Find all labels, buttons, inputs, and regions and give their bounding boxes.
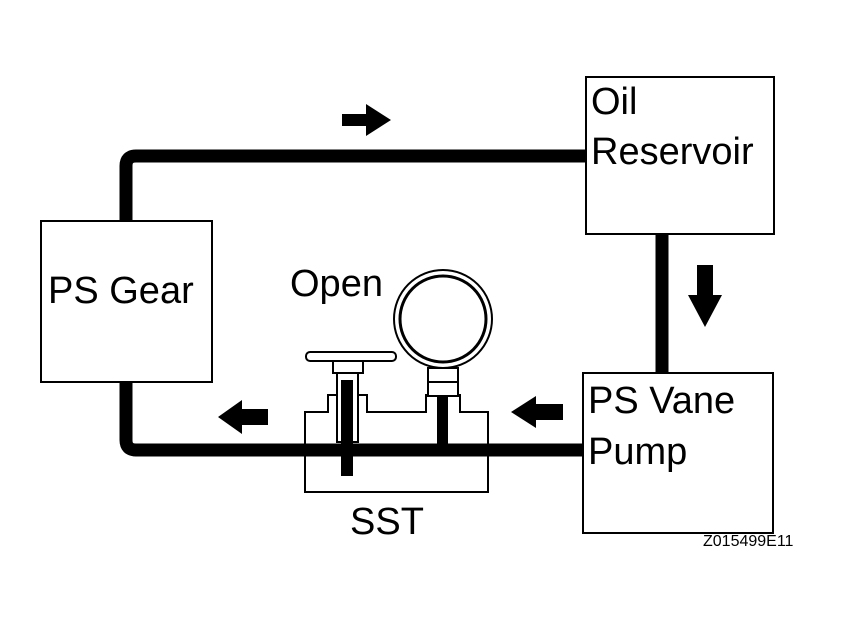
oil-reservoir-label-line1: Oil <box>591 81 638 123</box>
oil-reservoir-label-line2: Reservoir <box>591 131 754 173</box>
arrow-icon <box>218 400 268 434</box>
ps-vane-pump-box <box>582 372 774 534</box>
sst-label: SST <box>350 501 424 543</box>
valve-state-label: Open <box>290 263 383 305</box>
ps-vane-pump-label-line1: PS Vane <box>588 380 736 422</box>
valve-handle-icon <box>305 351 397 374</box>
figure-code: Z015499E11 <box>703 533 794 550</box>
ps-gear-label: PS Gear <box>48 270 194 312</box>
pressure-gauge-icon <box>393 269 493 369</box>
arrow-icon <box>688 265 722 327</box>
sst-tool <box>304 269 493 493</box>
hose-lines <box>119 149 669 457</box>
arrow-icon <box>511 396 563 428</box>
arrow-icon <box>342 104 391 136</box>
gauge-passage <box>437 396 448 454</box>
ps-gear-box <box>40 220 213 383</box>
valve-stem <box>341 380 353 476</box>
ps-vane-pump-label-line2: Pump <box>588 431 688 473</box>
oil-reservoir-box <box>585 76 775 235</box>
pressure-hose <box>119 382 583 457</box>
return-hose <box>119 149 590 222</box>
flow-arrows <box>218 104 722 434</box>
